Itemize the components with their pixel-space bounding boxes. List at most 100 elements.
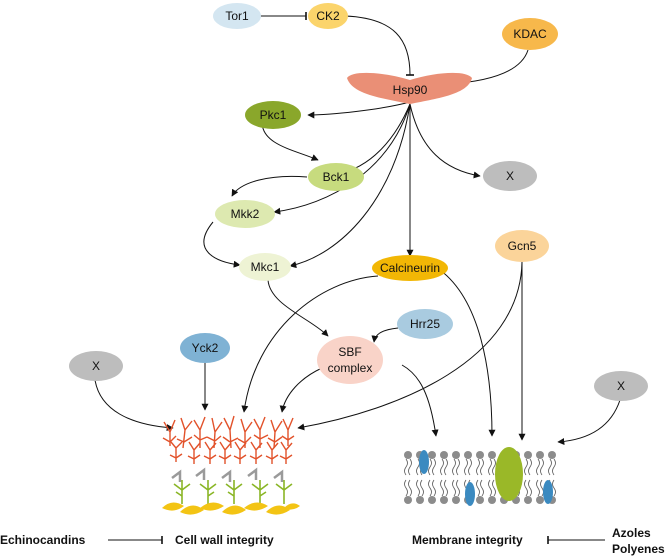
edge-hrr25-sbf <box>371 327 399 343</box>
edge-hsp90-x <box>409 103 481 179</box>
svg-text:Tor1: Tor1 <box>225 9 249 23</box>
lipid-tail <box>404 458 408 476</box>
lipid-tail <box>476 479 480 497</box>
edge-ck2-hsp90 <box>344 15 415 76</box>
svg-text:complex: complex <box>328 361 373 375</box>
lipid-tail <box>428 479 432 497</box>
edge-bck1-mkk2 <box>231 175 308 197</box>
lipid-tail <box>552 458 556 476</box>
node-sbf-complex: SBF complex <box>317 336 383 384</box>
lipid-tail <box>488 458 492 476</box>
svg-text:X: X <box>506 169 514 183</box>
lipid-tail <box>444 479 448 497</box>
node-gcn5: Gcn5 <box>495 230 549 262</box>
label-membrane-integrity: Membrane integrity <box>412 533 523 547</box>
edge-hsp90-mkc1 <box>289 103 411 269</box>
lipid-tail <box>524 458 528 476</box>
svg-text:CK2: CK2 <box>316 9 340 23</box>
lipid-head <box>404 451 412 459</box>
node-ck2: CK2 <box>308 3 348 29</box>
node-tor1: Tor1 <box>213 3 261 29</box>
label-echinocandins: Echinocandins <box>0 533 86 547</box>
node-kdac: KDAC <box>502 18 558 50</box>
lipid-tail <box>420 479 424 497</box>
lipid-tail <box>536 479 540 497</box>
node-hsp90: Hsp90 <box>347 72 472 104</box>
cell-wall-illustration <box>162 415 300 515</box>
lipid-tail <box>408 458 412 476</box>
membrane-protein <box>465 482 475 506</box>
membrane-protein <box>419 450 429 474</box>
edge-calcineurin-wall <box>241 275 379 413</box>
lipid-tail <box>536 458 540 476</box>
lipid-head <box>548 451 556 459</box>
lipid-tail <box>528 479 532 497</box>
svg-text:KDAC: KDAC <box>513 27 547 41</box>
edge-hsp90-pkc1 <box>307 101 411 119</box>
label-cell-wall-integrity: Cell wall integrity <box>175 533 274 547</box>
lipid-tail <box>548 458 552 476</box>
edge-mkc1-sbf <box>267 279 329 337</box>
lipid-tail <box>432 479 436 497</box>
svg-text:SBF: SBF <box>338 345 361 359</box>
membrane-illustration <box>404 447 556 506</box>
lipid-tail <box>456 479 460 497</box>
lipid-tail <box>480 479 484 497</box>
lipid-head <box>476 451 484 459</box>
label-azoles: Azoles <box>612 526 651 540</box>
svg-text:Gcn5: Gcn5 <box>508 239 537 253</box>
lipid-tail <box>408 479 412 497</box>
node-mkc1: Mkc1 <box>239 253 291 281</box>
lipid-head <box>536 451 544 459</box>
lipid-tail <box>476 458 480 476</box>
wall-yellow-base <box>162 502 300 515</box>
edge-xright-membrane <box>557 399 621 446</box>
lipid-tail <box>416 479 420 497</box>
svg-text:Pkc1: Pkc1 <box>260 108 287 122</box>
lipid-head <box>428 496 436 504</box>
node-bck1: Bck1 <box>308 163 364 191</box>
svg-text:Mkc1: Mkc1 <box>251 260 280 274</box>
svg-text:Hsp90: Hsp90 <box>393 83 428 97</box>
lipid-tail <box>428 458 432 476</box>
node-mkk2: Mkk2 <box>215 200 275 228</box>
lipid-tail <box>524 479 528 497</box>
lipid-tail <box>456 458 460 476</box>
svg-text:Yck2: Yck2 <box>192 341 219 355</box>
edge-mkk2-mkc1 <box>203 221 241 268</box>
lipid-tail <box>404 479 408 497</box>
lipid-tail <box>528 458 532 476</box>
edge-sbf-membrane <box>401 364 439 437</box>
lipid-tail <box>480 458 484 476</box>
lipid-tail <box>452 479 456 497</box>
lipid-head <box>488 451 496 459</box>
lipid-head <box>404 496 412 504</box>
lipid-tail <box>464 458 468 476</box>
edge-calcineurin-membrane <box>439 269 496 437</box>
lipid-tail <box>540 458 544 476</box>
lipid-head <box>536 496 544 504</box>
svg-text:X: X <box>92 359 100 373</box>
node-x-right: X <box>594 371 648 401</box>
node-yck2: Yck2 <box>180 333 230 363</box>
lipid-tail <box>452 458 456 476</box>
lipid-head <box>440 451 448 459</box>
edge-hsp90-bck1 <box>336 103 411 177</box>
lipid-tail <box>440 479 444 497</box>
edge-gcn5-wall <box>297 261 523 431</box>
lipid-tail <box>488 479 492 497</box>
lipid-head <box>452 451 460 459</box>
edge-xleft-wall <box>94 379 174 432</box>
node-x-left: X <box>69 351 123 381</box>
lipid-head <box>488 496 496 504</box>
membrane-channel-protein <box>495 447 523 501</box>
membrane-protein <box>543 480 553 504</box>
svg-text:Hrr25: Hrr25 <box>410 317 440 331</box>
node-pkc1: Pkc1 <box>245 101 301 129</box>
lipid-tail <box>552 479 556 497</box>
edges <box>94 12 621 544</box>
node-x-right-top: X <box>483 161 537 191</box>
node-hrr25: Hrr25 <box>397 309 453 339</box>
node-calcineurin: Calcineurin <box>372 255 448 281</box>
lipid-head <box>524 496 532 504</box>
